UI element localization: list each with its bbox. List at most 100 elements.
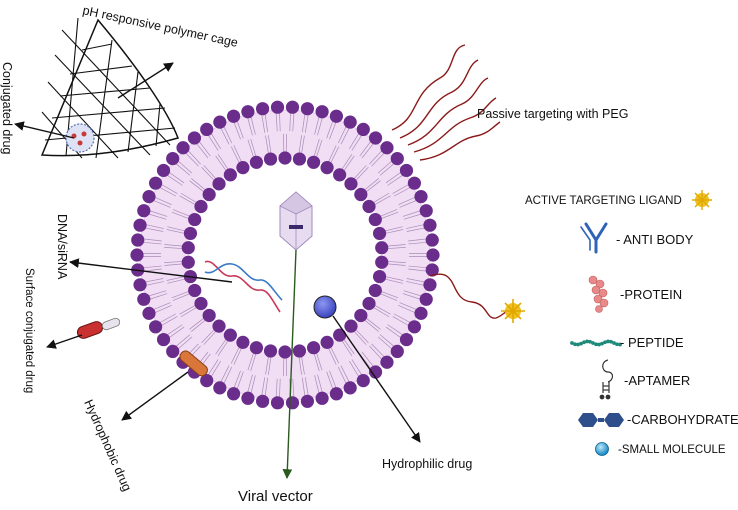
lipid-head bbox=[293, 152, 306, 165]
antibody-icon bbox=[581, 224, 606, 252]
lipid-head bbox=[357, 123, 370, 136]
conjugated-drug-label: Conjugated drug bbox=[0, 62, 14, 154]
surface-drug-arrow bbox=[47, 335, 82, 347]
lipid-head bbox=[157, 164, 170, 177]
lipid-head bbox=[131, 233, 144, 246]
legend-small-molecule-label: -SMALL MOLECULE bbox=[618, 444, 726, 456]
lipid-head bbox=[213, 381, 226, 394]
hydrophobic-drug-label: Hydrophobic drug bbox=[81, 398, 134, 494]
lipid-head bbox=[369, 131, 382, 144]
lipid-head bbox=[354, 188, 367, 201]
lipid-head bbox=[149, 320, 162, 333]
lipid-head bbox=[391, 152, 404, 165]
lipid-head bbox=[423, 278, 436, 291]
lipid-head bbox=[330, 387, 343, 400]
lipid-head bbox=[213, 116, 226, 129]
lipid-head bbox=[408, 320, 421, 333]
legend-antibody-label: - ANTI BODY bbox=[616, 232, 694, 247]
lipid-head bbox=[203, 188, 216, 201]
lipid-head bbox=[333, 329, 346, 342]
protein-icon bbox=[589, 276, 608, 313]
lipid-head bbox=[362, 297, 375, 310]
lipid-head bbox=[176, 141, 189, 154]
lipid-head bbox=[414, 190, 427, 203]
lipid-head bbox=[224, 168, 237, 181]
lipid-head bbox=[426, 233, 439, 246]
lipid-head bbox=[414, 307, 427, 320]
lipid-head bbox=[344, 381, 357, 394]
lipid-head bbox=[301, 102, 314, 115]
lipid-head bbox=[133, 278, 146, 291]
lipid-head bbox=[286, 101, 299, 114]
lipid-head bbox=[236, 336, 249, 349]
lipid-head bbox=[423, 219, 436, 232]
lipid-head bbox=[278, 345, 291, 358]
dna-sirna-label: DNA/siRNA bbox=[55, 214, 69, 280]
hydrophobic-arrow bbox=[122, 372, 188, 420]
lipid-head bbox=[200, 123, 213, 136]
lipid-head bbox=[400, 333, 413, 346]
lipid-head bbox=[373, 227, 386, 240]
lipid-head bbox=[241, 392, 254, 405]
legend-aptamer-label: -APTAMER bbox=[624, 373, 690, 388]
passive-peg-label: Passive targeting with PEG bbox=[477, 107, 628, 121]
lipid-head bbox=[400, 164, 413, 177]
carbohydrate-icon bbox=[578, 413, 624, 427]
ph-cage bbox=[42, 18, 178, 158]
lipid-head bbox=[315, 105, 328, 118]
lipid-head bbox=[166, 345, 179, 358]
lipid-head bbox=[184, 227, 197, 240]
lipid-head bbox=[203, 309, 216, 322]
lipid-head bbox=[426, 248, 439, 261]
lipid-head bbox=[369, 284, 382, 297]
legend-title: ACTIVE TARGETING LIGAND bbox=[525, 195, 682, 207]
lipid-head bbox=[271, 396, 284, 409]
lipid-head bbox=[137, 204, 150, 217]
legend-ligand-icon bbox=[692, 190, 712, 210]
lipid-head bbox=[286, 396, 299, 409]
liposome bbox=[130, 101, 439, 410]
lipid-head bbox=[212, 177, 225, 190]
lipid-head bbox=[320, 161, 333, 174]
legend: ACTIVE TARGETING LIGAND - ANTI BODY -PRO… bbox=[525, 190, 738, 456]
lipid-head bbox=[271, 101, 284, 114]
aptamer-icon bbox=[600, 360, 612, 399]
lipid-head bbox=[250, 156, 263, 169]
lipid-head bbox=[344, 177, 357, 190]
lipid-head bbox=[375, 256, 388, 269]
lipid-head bbox=[188, 284, 201, 297]
lipid-head bbox=[224, 329, 237, 342]
viral-vector-label: Viral vector bbox=[238, 488, 313, 505]
lipid-head bbox=[133, 219, 146, 232]
surface-conjugated-drug bbox=[76, 317, 121, 340]
lipid-head bbox=[256, 102, 269, 115]
hydrophilic-drug bbox=[314, 296, 336, 318]
lipid-head bbox=[278, 151, 291, 164]
lipid-head bbox=[227, 110, 240, 123]
lipid-head bbox=[344, 320, 357, 333]
liposome-ligand-icon bbox=[501, 299, 525, 323]
surface-drug-label: Surface conjugated drug bbox=[23, 268, 35, 393]
lipid-head bbox=[354, 309, 367, 322]
lipid-head bbox=[264, 344, 277, 357]
lipid-head bbox=[149, 177, 162, 190]
lipid-head bbox=[344, 116, 357, 129]
lipid-head bbox=[137, 293, 150, 306]
lipid-head bbox=[307, 341, 320, 354]
lipid-head bbox=[227, 387, 240, 400]
lipid-head bbox=[194, 297, 207, 310]
lipid-head bbox=[420, 293, 433, 306]
lipid-head bbox=[250, 341, 263, 354]
lipid-head bbox=[236, 161, 249, 174]
lipid-head bbox=[301, 395, 314, 408]
lipid-head bbox=[369, 213, 382, 226]
lipid-head bbox=[320, 336, 333, 349]
lipid-head bbox=[142, 190, 155, 203]
lipid-head bbox=[130, 248, 143, 261]
hydrophilic-drug-label: Hydrophilic drug bbox=[382, 457, 472, 471]
lipid-head bbox=[362, 200, 375, 213]
lipid-head bbox=[256, 395, 269, 408]
small-molecule-icon bbox=[596, 443, 609, 456]
lipid-head bbox=[408, 177, 421, 190]
